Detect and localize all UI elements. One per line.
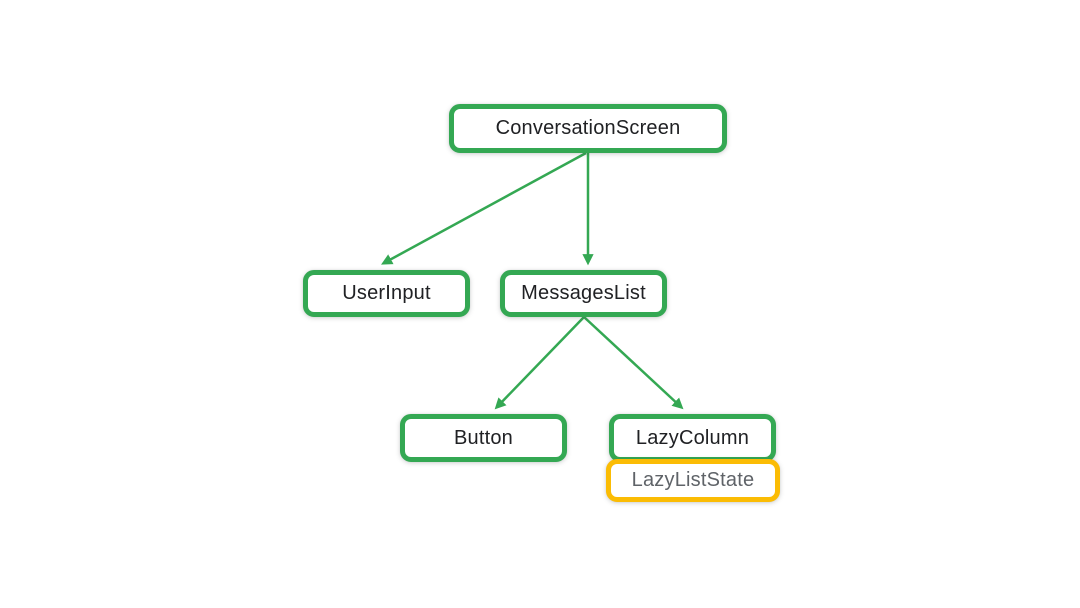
edge-messageslist-lazycolumn	[583, 316, 684, 410]
node-userinput-label: UserInput	[342, 282, 431, 304]
node-messageslist: MessagesList	[500, 270, 667, 317]
edge-messageslist-button	[494, 316, 585, 410]
node-conversationscreen: ConversationScreen	[449, 104, 727, 153]
node-conversationscreen-label: ConversationScreen	[495, 117, 681, 139]
edge-conversationscreen-userinput	[381, 151, 587, 265]
node-button-label: Button	[453, 426, 514, 449]
node-lazyliststate: LazyListState	[606, 459, 780, 502]
node-userinput: UserInput	[303, 270, 470, 317]
node-lazycolumn: LazyColumn	[609, 414, 776, 462]
node-button: Button	[400, 414, 567, 462]
node-messageslist-label: MessagesList	[521, 282, 646, 304]
node-lazycolumn-label: LazyColumn	[635, 426, 750, 449]
node-lazyliststate-label: LazyListState	[631, 469, 755, 491]
